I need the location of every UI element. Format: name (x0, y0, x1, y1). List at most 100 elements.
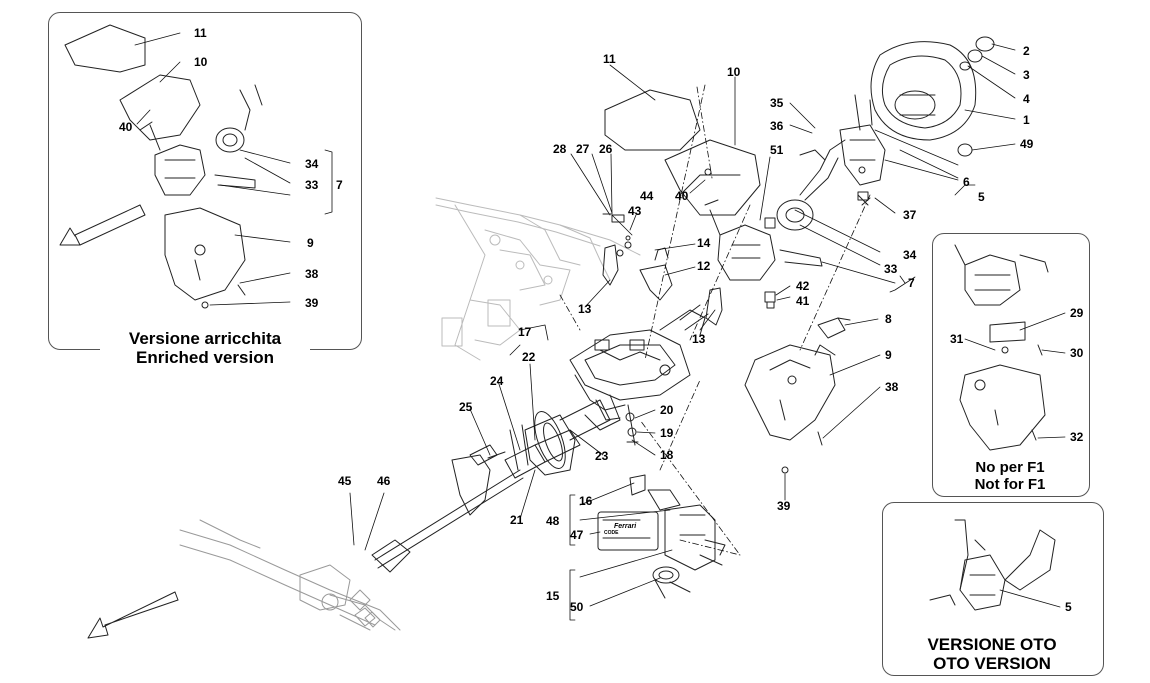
callout-21: 21 (510, 513, 524, 527)
callout-16: 16 (579, 494, 593, 508)
callout-40-enriched: 40 (119, 120, 133, 134)
callout-30: 30 (1070, 346, 1084, 360)
callout-19: 19 (660, 426, 674, 440)
lower-shroud-main (744, 344, 836, 441)
bolts-main (764, 194, 871, 474)
callout-35: 35 (770, 96, 784, 110)
wire-harness-main (799, 139, 846, 201)
callout-34: 34 (903, 248, 917, 262)
callout-49: 49 (1020, 137, 1034, 151)
oto-caption-line1: VERSIONE OTO (927, 635, 1057, 654)
shaft-bellows (509, 399, 611, 476)
callout-3: 3 (1023, 68, 1030, 82)
callout-40: 40 (675, 189, 689, 203)
callout-45: 45 (338, 474, 352, 488)
key-tag-brand: Ferrari (614, 523, 637, 530)
callout-10: 10 (727, 65, 741, 79)
enriched-caption-line1: Versione arricchita (128, 329, 282, 348)
enriched-caption: Versione arricchita Enriched version (100, 329, 310, 368)
leader-lines (134, 32, 1066, 621)
callout-48: 48 (546, 514, 560, 528)
steering-column (569, 304, 709, 431)
callout-34-enriched: 34 (305, 157, 319, 171)
callout-15: 15 (546, 589, 560, 603)
callout-25: 25 (459, 400, 473, 414)
callout-10-enriched: 10 (194, 55, 208, 69)
oto-parts (929, 519, 1056, 611)
callout-2: 2 (1023, 44, 1030, 58)
callout-14: 14 (697, 236, 711, 250)
enriched-parts (64, 24, 263, 309)
callout-42: 42 (796, 279, 810, 293)
callout-51: 51 (770, 143, 784, 157)
oto-caption: VERSIONE OTO OTO VERSION (900, 635, 1084, 674)
callout-13-left: 13 (578, 302, 592, 316)
ignition-lock (629, 474, 726, 599)
callout-7: 7 (908, 276, 915, 290)
column-brackets (602, 241, 723, 326)
callout-7-enriched: 7 (336, 178, 343, 192)
callout-6: 6 (963, 175, 970, 189)
callout-9: 9 (885, 348, 892, 362)
callout-22: 22 (522, 350, 536, 364)
no-f1-parts (954, 244, 1049, 451)
callout-38: 38 (885, 380, 899, 394)
callout-labels: 11 10 40 34 33 7 9 38 39 11 10 35 36 28 … (119, 26, 1084, 614)
enriched-caption-line2: Enriched version (136, 347, 274, 367)
callout-18: 18 (660, 448, 674, 462)
callout-11: 11 (603, 52, 616, 66)
direction-arrow-main (87, 591, 179, 639)
callout-8: 8 (885, 312, 892, 326)
combination-switch-main (704, 199, 823, 281)
callout-4: 4 (1023, 92, 1030, 106)
callout-9-enriched: 9 (307, 236, 314, 250)
hub-parts (957, 36, 995, 157)
callout-43: 43 (628, 204, 642, 218)
sensor-8 (817, 317, 851, 339)
no-f1-caption: No per F1 Not for F1 (960, 459, 1060, 493)
callout-47: 47 (570, 528, 584, 542)
callout-32: 32 (1070, 430, 1084, 444)
fasteners-18-20 (625, 404, 639, 446)
upper-shroud-main (604, 89, 761, 216)
steering-rack (179, 519, 401, 631)
callout-39-enriched: 39 (305, 296, 319, 310)
callout-37: 37 (903, 208, 917, 222)
callout-33: 33 (884, 262, 898, 276)
callout-26: 26 (599, 142, 613, 156)
no-f1-caption-line2: Not for F1 (974, 475, 1046, 493)
callout-36: 36 (770, 119, 784, 133)
callout-5: 5 (978, 190, 985, 204)
callout-29: 29 (1070, 306, 1084, 320)
callout-46: 46 (377, 474, 391, 488)
callout-28: 28 (553, 142, 567, 156)
enriched-version-inset (48, 12, 362, 350)
callout-5-oto: 5 (1065, 600, 1072, 614)
callout-27: 27 (576, 142, 590, 156)
no-f1-inset (932, 233, 1090, 497)
key-tag-47 (597, 511, 659, 551)
callout-1: 1 (1023, 113, 1030, 127)
callout-20: 20 (660, 403, 674, 417)
callout-17: 17 (518, 325, 532, 339)
callout-23: 23 (595, 449, 609, 463)
callout-38-enriched: 38 (305, 267, 319, 281)
callout-41: 41 (796, 294, 810, 308)
callout-12: 12 (697, 259, 711, 273)
callout-39: 39 (777, 499, 791, 513)
key-tag-code: CODE (604, 530, 619, 536)
callout-11-enriched: 11 (194, 26, 207, 40)
steering-wheel (870, 41, 977, 141)
callout-44: 44 (640, 189, 654, 203)
callout-13-right: 13 (692, 332, 706, 346)
callout-31: 31 (950, 332, 964, 346)
callout-33-enriched: 33 (305, 178, 319, 192)
callout-24: 24 (490, 374, 504, 388)
callout-50: 50 (570, 600, 584, 614)
oto-caption-line2: OTO VERSION (933, 653, 1051, 673)
direction-arrow-enriched (59, 204, 141, 246)
airbag-bracket (839, 94, 886, 201)
no-f1-caption-line1: No per F1 (975, 459, 1045, 476)
